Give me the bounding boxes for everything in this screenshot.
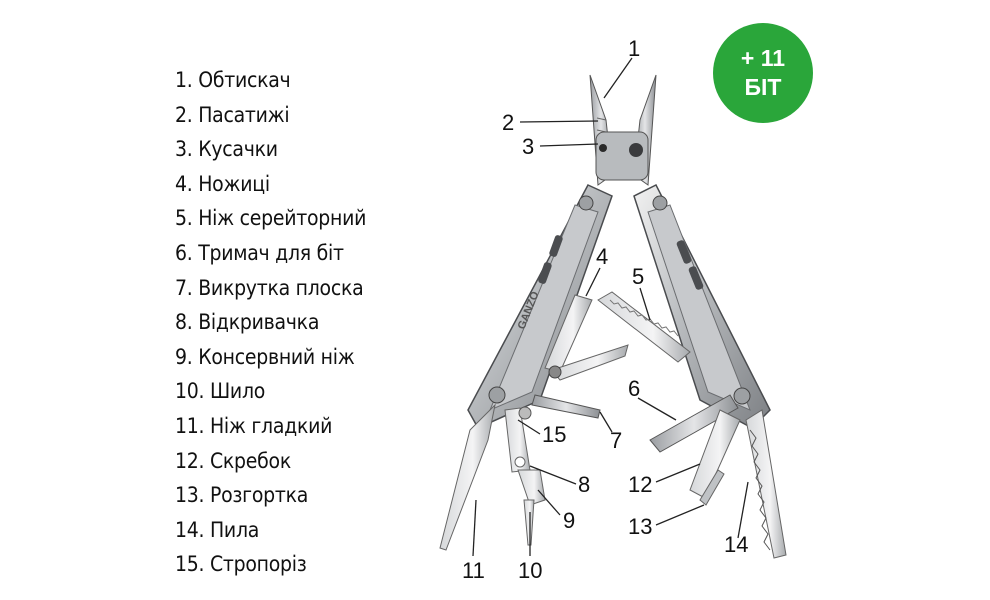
scissors	[544, 294, 629, 381]
callout-number: 5	[632, 264, 644, 289]
callout-number: 8	[578, 472, 590, 497]
callout-number: 2	[502, 110, 514, 135]
feature-item: 12. Скребок	[175, 448, 291, 473]
bit-holder	[649, 394, 739, 453]
feature-item: 10. Шило	[175, 379, 266, 404]
callout-number: 11	[462, 558, 485, 583]
callout-number: 6	[628, 376, 640, 401]
bits-badge: + 11 БІТ	[713, 23, 813, 123]
feature-item: 1. Обтискач	[175, 68, 291, 92]
strap-cutter	[518, 406, 532, 420]
feature-list: 1. Обтискач 2. Пасатижі 3. Кусачки 4. Но…	[175, 63, 387, 582]
feature-item: 4. Ножиці	[175, 171, 270, 196]
feature-item: 11. Ніж гладкий	[175, 413, 333, 438]
awl	[523, 499, 535, 546]
callout-number: 13	[628, 514, 652, 539]
left-handle	[467, 184, 613, 429]
feature-item: 6. Тримач для біт	[175, 240, 344, 265]
pliers-jaws	[589, 74, 657, 186]
badge-label: БІТ	[744, 74, 782, 100]
feature-item: 15. Стропоріз	[175, 552, 307, 577]
callout-number: 7	[610, 428, 622, 453]
callout-number: 9	[563, 508, 575, 533]
feature-item: 13. Розгортка	[175, 483, 309, 508]
flat-screwdriver	[531, 394, 601, 419]
saw	[745, 409, 787, 559]
feature-item: 2. Пасатижі	[175, 102, 290, 127]
badge-count: + 11	[740, 45, 786, 71]
callout-number: 15	[542, 422, 566, 447]
callout-number: 4	[596, 244, 608, 269]
callout-leaders	[472, 57, 749, 557]
reamer	[699, 469, 725, 506]
can-opener	[517, 469, 546, 506]
feature-item: 7. Викрутка плоска	[175, 275, 364, 300]
right-handle	[633, 183, 771, 429]
feature-item: 3. Кусачки	[175, 137, 278, 162]
feature-item: 8. Відкривачка	[175, 310, 320, 335]
feature-item: 9. Консервний ніж	[175, 344, 355, 369]
callout-number: 3	[522, 134, 534, 159]
callout-number: 14	[724, 532, 748, 557]
serrated-knife	[597, 291, 691, 363]
callout-numbers: 1 2 3 4 5 6 7 8 9 10 11 12 13 14 15	[462, 36, 748, 583]
feature-item: 14. Пила	[175, 517, 260, 542]
callout-number: 1	[628, 36, 640, 61]
feature-item: 5. Ніж серейторний	[175, 206, 367, 231]
callout-number: 12	[628, 472, 652, 497]
straight-knife	[439, 403, 496, 551]
callout-number: 10	[518, 558, 542, 583]
